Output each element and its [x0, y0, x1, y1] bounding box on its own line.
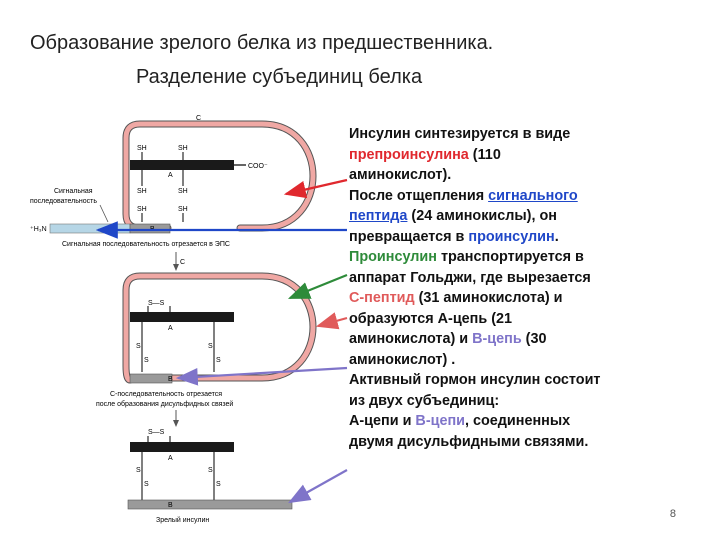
label-b-3: B — [168, 502, 173, 509]
text-line-1: Инсулин синтезируется в виде — [349, 126, 571, 142]
intra-disulfide-3: S—S — [148, 429, 165, 436]
label-s-2: S — [144, 357, 149, 364]
c-peptide-loop-2 — [123, 273, 316, 383]
arrow-c-peptide — [315, 312, 348, 330]
text-line-16: двумя дисульфидными связями. — [349, 433, 589, 450]
a-chain-2 — [130, 312, 234, 322]
label-c-1: C — [196, 115, 201, 122]
text-line-7: Проинсулин транспортируется в — [349, 249, 584, 265]
mature-caption: Зрелый инсулин — [156, 516, 209, 524]
label-sh-5: SH — [178, 188, 188, 195]
label-sh-4: SH — [137, 206, 147, 213]
text-line-6: превращается в проинсулин. — [349, 228, 559, 245]
text-line-13: Активный гормон инсулин состоит — [349, 372, 601, 388]
label-c-arrow: C — [180, 259, 185, 266]
signal-sequence-segment — [49, 223, 131, 234]
text-line-12: аминокислот) . — [349, 351, 456, 368]
arrow-b-chain-1 — [175, 366, 348, 386]
text-line-3: аминокислот). — [349, 167, 452, 183]
page-number: 8 — [669, 508, 676, 520]
explanation-text: Инсулин синтезируется в виде препроинсул… — [349, 124, 699, 452]
text-line-5: пептида (24 аминокислы), он — [349, 208, 557, 224]
text-line-11: аминокислота) и В-цепь (30 — [349, 331, 547, 347]
b-chain-1 — [129, 223, 171, 234]
title-line-2: Разделение субъединиц белка — [136, 66, 423, 88]
label-s-8: S — [216, 481, 221, 488]
mature-insulin-stage: A S—S S S S S B Зрелый инсулин — [127, 429, 293, 524]
c-peptide-loop-1 — [122, 120, 317, 232]
label-sh-2: SH — [178, 145, 188, 152]
b-chain-2 — [129, 373, 173, 384]
signal-label-line-1: Сигнальная — [54, 188, 93, 195]
signal-cut-caption: Сигнальная последовательность отрезается… — [62, 241, 230, 248]
label-nh3: ⁺H₃N — [30, 226, 47, 233]
label-a-3: A — [168, 455, 173, 462]
preproinsulin-stage: C A COO⁻ SH SH SH SH SH SH B ⁺H₃N Сигнал… — [30, 115, 317, 248]
arrow-proinsulin — [287, 273, 348, 300]
label-sh-1: SH — [137, 145, 147, 152]
proinsulin-stage: A S—S S S S S B С-последовательность отр… — [96, 272, 317, 408]
text-line-2: препроинсулина (110 — [349, 146, 501, 163]
text-line-8: аппарат Гольджи, где вырезается — [349, 269, 591, 286]
arrow-b-chain-2 — [288, 469, 348, 504]
label-s-6: S — [144, 481, 149, 488]
label-b-2: B — [168, 376, 173, 383]
b-chain-3 — [127, 499, 293, 510]
c-cut-caption-1: С-последовательность отрезается — [110, 391, 222, 398]
text-line-4: После отщепления сигнального — [349, 187, 578, 204]
label-s-3: S — [208, 343, 213, 350]
arrow-preproinsulin — [283, 178, 348, 199]
signal-label-line-2: последовательность — [30, 198, 97, 205]
text-line-10: образуются А-цепь (21 — [349, 310, 513, 327]
intra-disulfide-2: S—S — [148, 300, 165, 307]
label-sh-6: SH — [178, 206, 188, 213]
a-chain-3 — [130, 442, 234, 452]
label-a-1: A — [168, 172, 173, 179]
c-cut-caption-2: после образования дисульфидных связей — [96, 400, 233, 408]
text-line-14: из двух субъединиц: — [349, 392, 500, 409]
text-line-15: А-цепи и В-цепи, соединенных — [349, 413, 571, 429]
label-sh-3: SH — [137, 188, 147, 195]
text-line-9: С-пептид (31 аминокислота) и — [349, 290, 563, 306]
label-s-5: S — [136, 467, 141, 474]
label-a-2: A — [168, 325, 173, 332]
title-line-1: Образование зрелого белка из предшествен… — [30, 32, 494, 54]
label-s-7: S — [208, 467, 213, 474]
label-cooh: COO⁻ — [248, 163, 268, 170]
a-chain-1 — [130, 160, 234, 170]
label-s-1: S — [136, 343, 141, 350]
label-s-4: S — [216, 357, 221, 364]
